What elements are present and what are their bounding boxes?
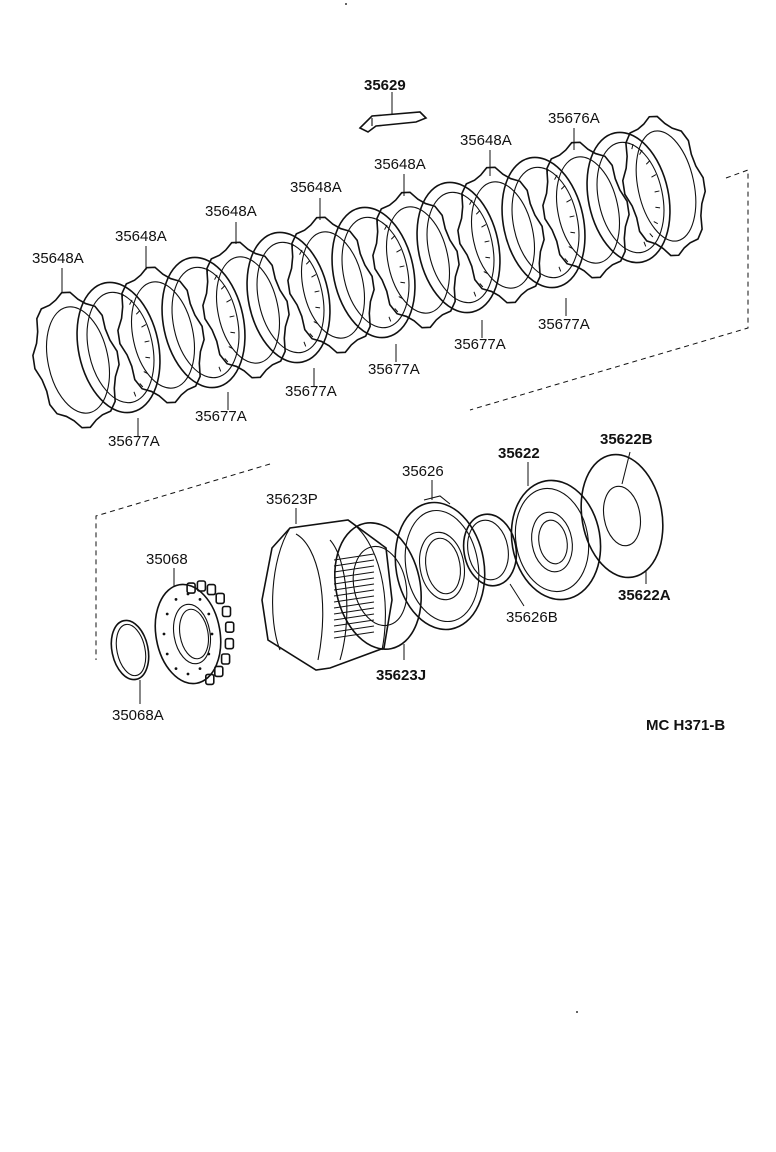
return-springs [162,580,235,686]
drum-spline [333,607,375,615]
spring [196,580,207,592]
drum-spline [333,631,375,639]
retainer-hole [210,632,214,636]
label-35068: 35068 [146,551,188,568]
label-35626b: 35626B [506,609,558,626]
label-35677a-5: 35677A [195,408,247,425]
drum-spline [333,595,375,603]
label-35677a-4: 35677A [285,383,337,400]
steel-plate [372,191,460,329]
label-35622a: 35622A [618,587,671,604]
steel-plate [32,291,120,429]
label-35648a-1: 35648A [460,132,512,149]
label-35648a-4: 35648A [205,203,257,220]
part-35623p-clutch-drum [261,508,393,671]
retainer-hole [207,652,211,656]
retainer-hole [198,667,202,670]
steel-plate [287,216,375,354]
friction-plate [331,206,416,339]
friction-plate [586,131,671,264]
label-35677a-6: 35677A [108,433,160,450]
friction-plate [161,256,246,389]
drum-splines [333,553,375,639]
retainer-hole [174,667,178,670]
label-35068a: 35068A [112,707,164,724]
retainer-hole [174,598,178,601]
retainer-hole [186,672,190,676]
spring [206,583,217,596]
retainer-hole [165,652,169,656]
label-35622: 35622 [498,445,540,462]
spring [221,605,232,618]
label-35648a-6: 35648A [32,250,84,267]
spring [186,582,196,594]
label-35677a-2: 35677A [454,336,506,353]
drum-spline [333,619,375,627]
label-35622b: 35622B [600,431,653,448]
label-35677a-1: 35677A [538,316,590,333]
assembly-boundary-lower [95,463,271,660]
retainer-hole [186,592,190,596]
label-35623p: 35623P [266,491,318,508]
part-35626-piston [394,480,486,631]
drum-spline [333,559,375,567]
retainer-hole [162,632,166,636]
figure-code: MC H371-B [646,717,725,734]
spring [224,621,235,634]
label-35626: 35626 [402,463,444,480]
spring [220,653,231,665]
retainer-hole [165,612,169,616]
drum-spline [333,571,375,579]
clutch-plate-stack [32,115,707,436]
friction-plate [246,231,331,364]
part-35623j-washer [334,521,422,660]
steel-plate [542,141,630,279]
label-35629: 35629 [364,77,406,94]
retainer-hole [198,598,202,601]
friction-plate [76,281,161,414]
steel-plate [202,241,290,379]
part-35676a-flange-plate [621,115,707,257]
label-35623j: 35623J [376,667,426,684]
part-35068a-snap-ring [110,619,150,704]
part-35622-piston [510,462,602,601]
spring [224,637,235,650]
label-35677a-3: 35677A [368,361,420,378]
friction-plate [501,156,586,289]
part-35626b-o-ring [462,513,525,607]
drum-spline [333,553,375,561]
label-35676a: 35676A [548,110,600,127]
label-35648a-2: 35648A [374,156,426,173]
steel-plate [117,266,205,404]
part-35622a-washer [580,451,664,584]
part-35629-clip [358,92,428,133]
label-35648a-5: 35648A [115,228,167,245]
spring [215,592,225,605]
label-35648a-3: 35648A [290,179,342,196]
assembly-boundary-upper [469,169,749,411]
drum-spline [333,577,375,585]
friction-plate [416,181,501,314]
drum-spline [333,625,375,633]
drum-spline [333,589,375,597]
part-35068-spring-retainer [154,568,235,686]
spring [205,673,215,686]
spring [214,665,224,678]
retainer-hole [207,612,211,616]
steel-plate [457,166,545,304]
drum-spline [333,613,375,621]
